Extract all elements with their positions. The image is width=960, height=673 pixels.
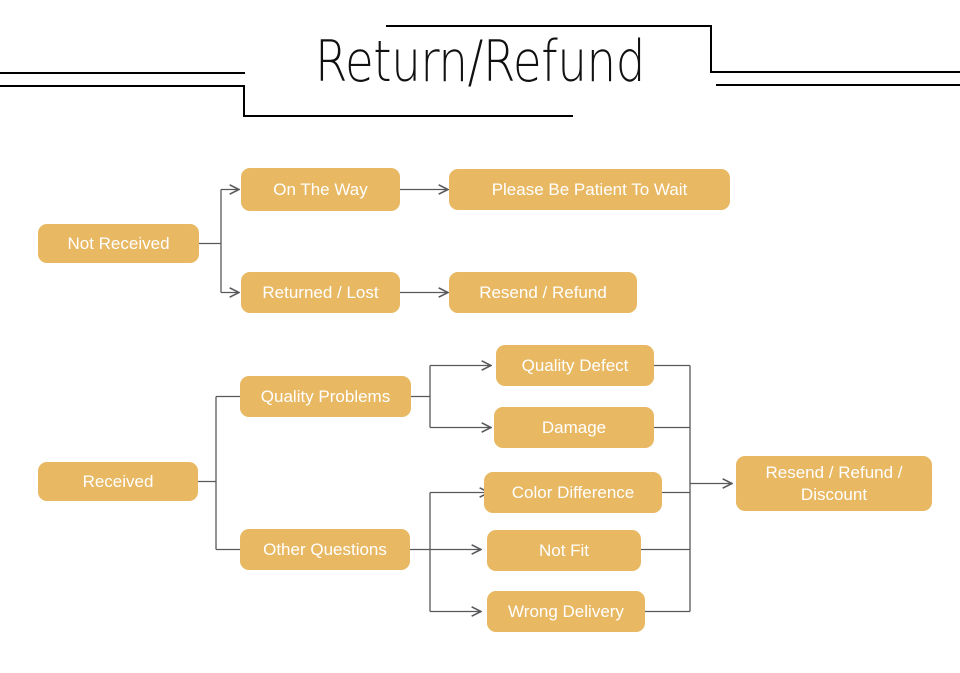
node-please-be-patient-to-wait[interactable]: Please Be Patient To Wait xyxy=(449,169,730,210)
node-not-fit[interactable]: Not Fit xyxy=(487,530,641,571)
page-title: Return/Refund xyxy=(314,29,646,95)
node-returned-lost[interactable]: Returned / Lost xyxy=(241,272,400,313)
node-resend-refund-discount[interactable]: Resend / Refund / Discount xyxy=(736,456,932,511)
header-rule-left-lower xyxy=(0,85,243,87)
node-on-the-way[interactable]: On The Way xyxy=(241,168,400,211)
header-rule-right-riser xyxy=(710,25,712,73)
header-rule-left-riser xyxy=(243,85,245,117)
header-rule-right-lower xyxy=(716,84,960,86)
node-not-received[interactable]: Not Received xyxy=(38,224,199,263)
node-wrong-delivery[interactable]: Wrong Delivery xyxy=(487,591,645,632)
node-quality-problems[interactable]: Quality Problems xyxy=(240,376,411,417)
node-resend-refund[interactable]: Resend / Refund xyxy=(449,272,637,313)
header-rule-top xyxy=(386,25,712,27)
header-rule-right-upper xyxy=(710,71,960,73)
node-quality-defect[interactable]: Quality Defect xyxy=(496,345,654,386)
node-received[interactable]: Received xyxy=(38,462,198,501)
node-damage[interactable]: Damage xyxy=(494,407,654,448)
node-other-questions[interactable]: Other Questions xyxy=(240,529,410,570)
header-rule-left-bottom xyxy=(243,115,573,117)
header-rule-left-upper xyxy=(0,72,245,74)
node-color-difference[interactable]: Color Difference xyxy=(484,472,662,513)
header-banner: Return/Refund xyxy=(0,0,960,130)
